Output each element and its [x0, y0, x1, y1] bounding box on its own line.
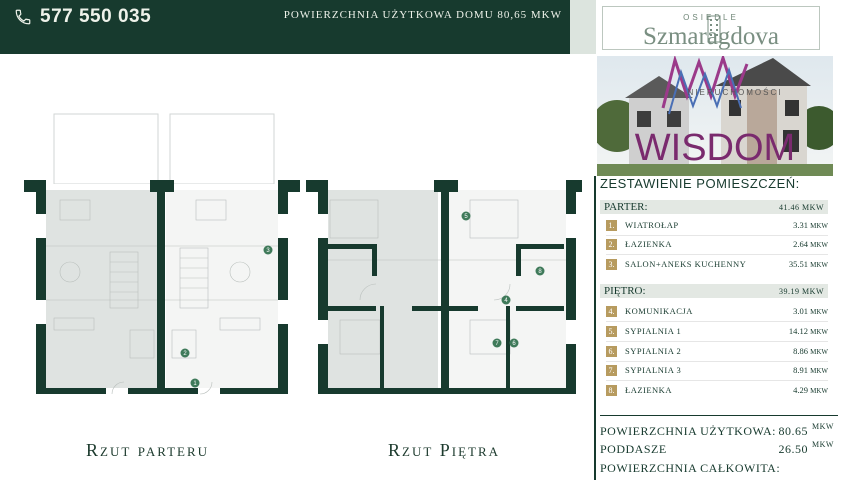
wisdom-logo-sub: NIERUCHOMOŚCI — [688, 88, 783, 97]
header-accent — [570, 0, 596, 54]
divider — [606, 321, 828, 322]
section-label: PARTER: — [604, 201, 648, 213]
phone-number[interactable]: 577 550 035 — [40, 6, 152, 27]
floor-plans: 1 2 3 4 5 6 7 8 — [24, 113, 582, 395]
room-area: 8.91 MKW — [793, 365, 828, 375]
divider — [606, 380, 828, 381]
section-total: 39.19 MKW — [779, 286, 824, 296]
rooms-title: ZESTAWIENIE POMIESZCZEŃ: — [600, 176, 800, 191]
room-name: ŁAZIENKA — [625, 239, 672, 249]
room-area: 35.51 MKW — [788, 259, 828, 269]
section-label: PIĘTRO: — [604, 285, 646, 297]
divider — [606, 254, 828, 255]
room-row: 1. WIATROŁAP 3.31 MKW — [606, 218, 828, 232]
top-header: 577 550 035 POWIERZCHNIA UŻYTKOWA DOMU 8… — [0, 0, 570, 54]
house-area-total: POWIERZCHNIA UŻYTKOWA DOMU 80,65 MKW — [283, 9, 562, 21]
svg-text:2: 2 — [183, 351, 187, 357]
room-row: 5. SYPIALNIA 1 14.12 MKW — [606, 324, 828, 338]
first-floor-label: Rzut Piętra — [388, 440, 501, 460]
ground-floor-label: Rzut parteru — [86, 440, 210, 460]
ground-floor-plan — [24, 180, 300, 395]
wisdom-logo-text: WISDOM — [635, 127, 795, 169]
room-marker-3: 3 — [263, 245, 273, 255]
summary-divider — [600, 415, 838, 416]
room-number: 2. — [606, 238, 617, 250]
room-row: 3. SALON+ANEKS KUCHENNY 35.51 MKW — [606, 257, 828, 271]
room-number: 6. — [606, 345, 617, 357]
rooms-panel: ZESTAWIENIE POMIESZCZEŃ: PARTER: 41.46 M… — [594, 176, 842, 480]
room-marker-2: 2 — [180, 348, 190, 358]
svg-text:6: 6 — [512, 341, 516, 347]
brand-prefix: OSIEDLE — [680, 13, 742, 22]
room-name: KOMUNIKACJA — [625, 306, 693, 316]
phone-contact[interactable]: 577 550 035 — [14, 6, 151, 28]
room-row: 8. ŁAZIENKA 4.29 MKW — [606, 383, 828, 397]
room-name: SYPIALNIA 2 — [625, 346, 682, 356]
room-area: 2.64 MKW — [793, 239, 828, 249]
house-photo: WISDOM NIERUCHOMOŚCI — [597, 56, 833, 176]
svg-text:5: 5 — [464, 214, 468, 220]
wisdom-logo-icon: WISDOM NIERUCHOMOŚCI — [635, 56, 795, 169]
room-row: 4. KOMUNIKACJA 3.01 MKW — [606, 304, 828, 318]
room-marker-5: 5 — [461, 211, 471, 221]
room-marker-1: 1 — [190, 378, 200, 388]
room-marker-8: 8 — [535, 266, 545, 276]
brand-name: Szmaragdova — [642, 23, 780, 50]
first-floor-plan — [306, 180, 582, 394]
room-area: 14.12 MKW — [788, 326, 828, 336]
room-name: SYPIALNIA 3 — [625, 365, 682, 375]
section-parter: PARTER: 41.46 MKW — [600, 200, 828, 214]
room-area: 8.86 MKW — [793, 346, 828, 356]
room-marker-7: 7 — [492, 338, 502, 348]
building-icon — [707, 15, 721, 43]
room-marker-6: 6 — [509, 338, 519, 348]
room-name: ŁAZIENKA — [625, 385, 672, 395]
section-total: 41.46 MKW — [779, 202, 824, 212]
room-name: SALON+ANEKS KUCHENNY — [625, 259, 747, 269]
room-number: 4. — [606, 305, 617, 317]
svg-text:7: 7 — [495, 341, 499, 347]
room-area: 3.31 MKW — [793, 220, 828, 230]
brand-logo: OSIEDLE Szmaragdova — [602, 6, 820, 50]
room-row: 6. SYPIALNIA 2 8.86 MKW — [606, 344, 828, 358]
room-name: SYPIALNIA 1 — [625, 326, 682, 336]
room-number: 5. — [606, 325, 617, 337]
room-number: 3. — [606, 258, 617, 270]
svg-text:1: 1 — [193, 381, 197, 387]
phone-icon — [15, 9, 31, 25]
svg-text:3: 3 — [266, 248, 270, 254]
room-row: 2. ŁAZIENKA 2.64 MKW — [606, 237, 828, 251]
divider — [606, 361, 828, 362]
room-name: WIATROŁAP — [625, 220, 679, 230]
room-row: 7. SYPIALNIA 3 8.91 MKW — [606, 363, 828, 377]
section-pietro: PIĘTRO: 39.19 MKW — [600, 284, 828, 298]
room-number: 8. — [606, 384, 617, 396]
room-marker-4: 4 — [501, 295, 511, 305]
divider — [606, 235, 828, 236]
room-area: 4.29 MKW — [793, 385, 828, 395]
divider — [606, 341, 828, 342]
room-number: 1. — [606, 219, 617, 231]
svg-text:8: 8 — [538, 269, 542, 275]
svg-text:4: 4 — [504, 298, 508, 304]
room-area: 3.01 MKW — [793, 306, 828, 316]
room-number: 7. — [606, 364, 617, 376]
